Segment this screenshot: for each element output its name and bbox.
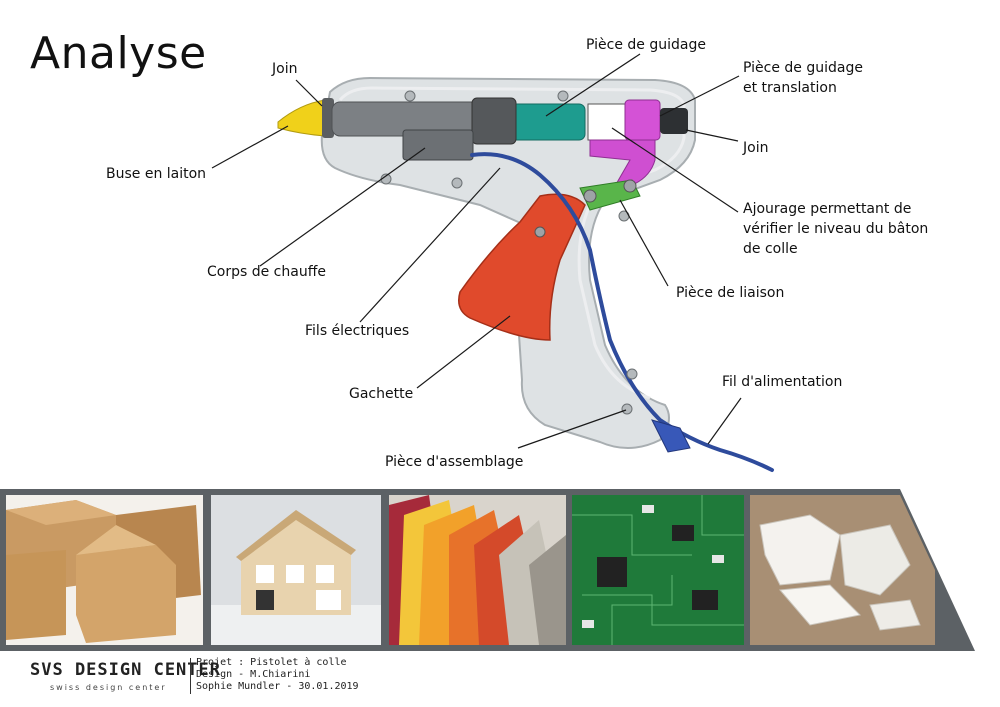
guide-piece [509, 103, 586, 141]
guide-translation-piece [624, 99, 661, 141]
project-info: Projet : Pistolet à colle Design - M.Chi… [196, 657, 359, 693]
label-ajourage-2: vérifier le niveau du bâton [743, 221, 928, 237]
trigger [458, 193, 586, 341]
label-guidage-translation-1: Pièce de guidage [743, 60, 863, 76]
label-corps: Corps de chauffe [207, 264, 326, 280]
label-assemblage: Pièce d'assemblage [385, 454, 523, 470]
photo-broken-porcelain [750, 495, 935, 645]
heating-body [402, 129, 474, 161]
brass-nozzle [277, 99, 326, 137]
label-alimentation: Fil d'alimentation [722, 374, 842, 390]
label-ajourage-3: de colle [743, 241, 798, 257]
label-buse: Buse en laiton [106, 166, 206, 182]
label-liaison: Pièce de liaison [676, 285, 784, 301]
photo-house-model [211, 495, 381, 645]
label-gachette: Gachette [349, 386, 413, 402]
logo-subtitle: swiss design center [50, 683, 167, 692]
joint-right [660, 108, 688, 134]
label-join-right: Join [742, 140, 768, 156]
label-join-left: Join [271, 61, 297, 77]
project-author-date: Sophie Mundler - 30.01.2019 [196, 681, 359, 692]
page-title: Analyse [30, 28, 207, 79]
svs-design-center-logo: SVS DESIGN CENTER [30, 660, 221, 680]
label-guidage: Pièce de guidage [586, 37, 706, 53]
label-ajourage-1: Ajourage permettant de [743, 201, 911, 217]
joint-left [322, 98, 334, 138]
project-title: Projet : Pistolet à colle [196, 657, 347, 668]
project-design: Design - M.Chiarini [196, 669, 311, 680]
photo-circuit-board [572, 495, 744, 645]
label-fils: Fils électriques [305, 323, 409, 339]
label-guidage-translation-2: et translation [743, 80, 837, 96]
electric-wire [470, 152, 774, 472]
footer-divider [190, 658, 191, 694]
leader-lines [211, 53, 742, 449]
photo-fabric-swatches [389, 495, 566, 645]
glue-gun-diagram: Join Buse en laiton Corps de chauffe Fil… [106, 37, 928, 472]
photo-cardboard-boxes [6, 495, 203, 645]
